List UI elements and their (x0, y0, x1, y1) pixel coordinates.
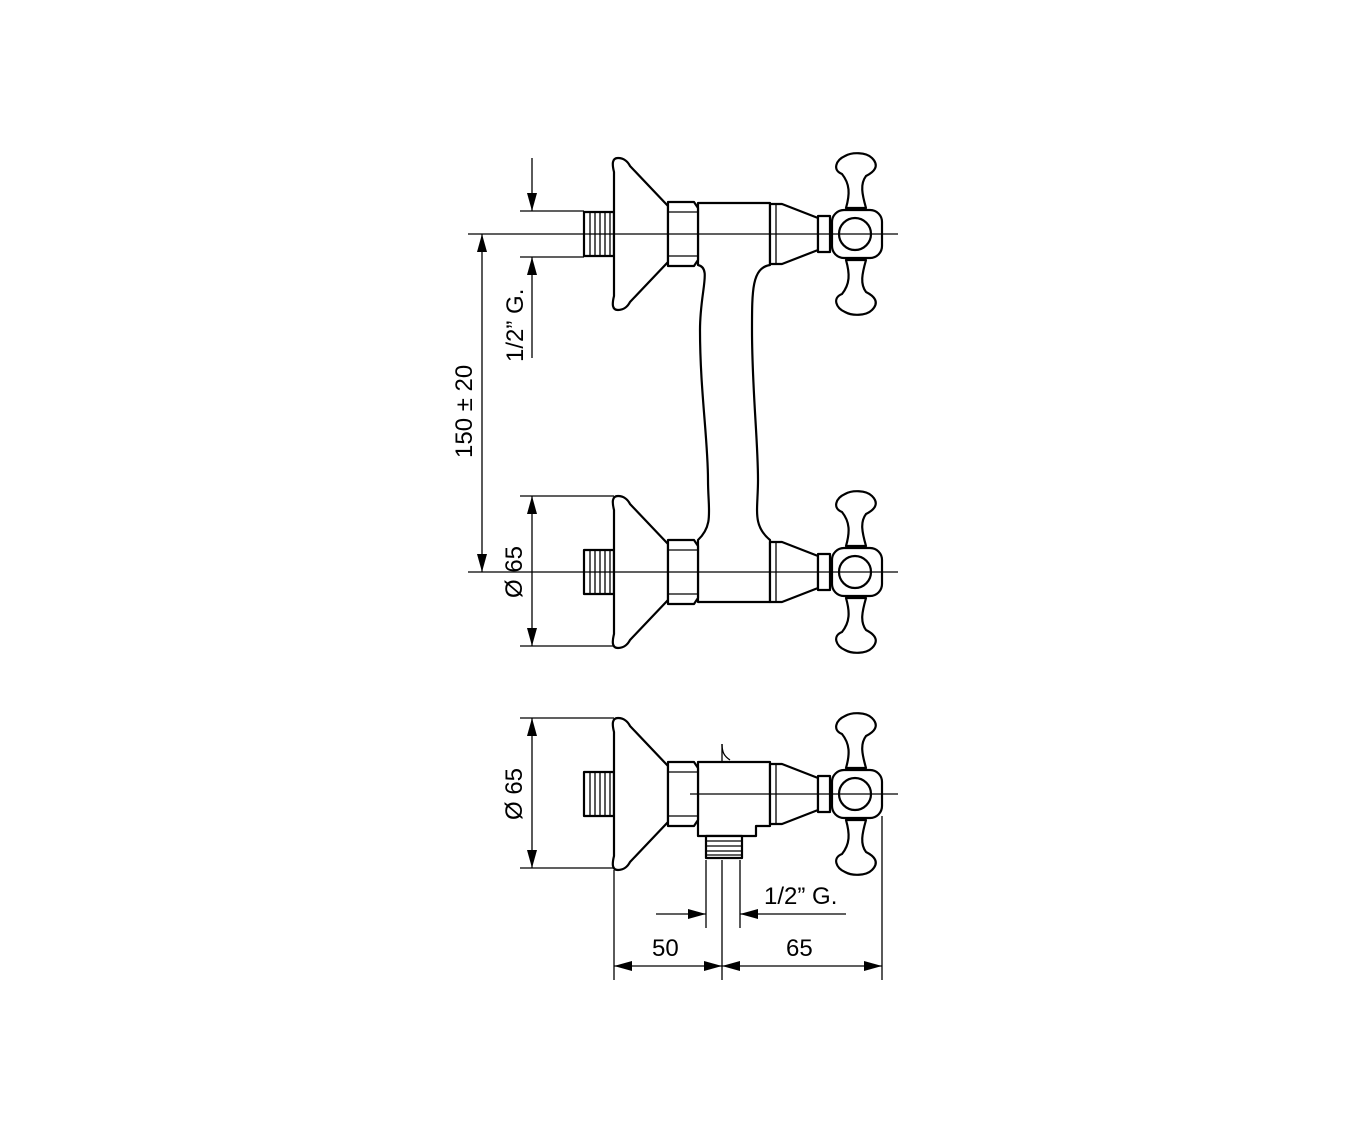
outlet-to-handle-label: 65 (786, 935, 813, 962)
outlet-thread-label: 1/2” G. (764, 883, 837, 910)
top-thread-label: 1/2” G. (502, 289, 529, 362)
side-inlet (582, 716, 700, 872)
side-body (696, 760, 772, 838)
lower-flange-diameter-label: Ø 65 (501, 768, 528, 820)
upper-flange-diameter-label: Ø 65 (501, 546, 528, 598)
center-distance-label: 150 ± 20 (451, 365, 478, 458)
mixer-body (696, 201, 772, 604)
depth-to-outlet-label: 50 (652, 935, 679, 962)
